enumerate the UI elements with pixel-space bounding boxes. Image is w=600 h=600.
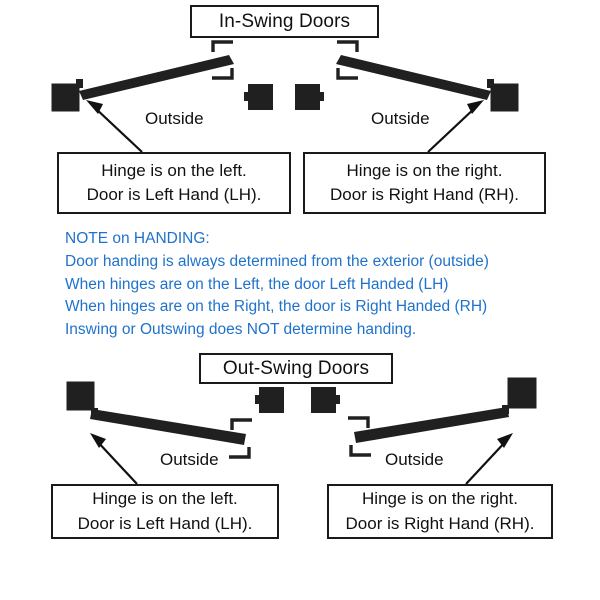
left-callout-arrow-line xyxy=(92,105,143,153)
note-line-1: Door handing is always determined from t… xyxy=(65,252,489,270)
center-right-jamb-stop-icon xyxy=(319,92,324,101)
callout-line-1: Hinge is on the right. xyxy=(346,160,503,180)
center-right-jamb-block xyxy=(295,84,320,110)
callout-line-1: Hinge is on the right. xyxy=(362,489,518,509)
note-line-2: When hinges are on the Left, the door Le… xyxy=(65,275,449,293)
callout-box-in-swing-left: Hinge is on the left. Door is Left Hand … xyxy=(57,152,291,214)
out-right-door-latch-icon xyxy=(348,416,370,428)
out-center-left-jamb-stop-icon xyxy=(255,395,260,404)
out-swing-center-jambs xyxy=(255,387,340,413)
in-swing-center-jambs xyxy=(244,84,324,110)
callout-line-1: Hinge is on the left. xyxy=(92,489,238,509)
note-on-handing-block: NOTE on HANDING: Door handing is always … xyxy=(65,228,489,342)
note-heading: NOTE on HANDING: xyxy=(65,230,210,247)
left-hinge-knuckle-icon xyxy=(76,79,83,88)
left-jamb-block xyxy=(51,83,80,112)
out-right-callout-arrowhead-icon xyxy=(497,433,513,448)
out-right-jamb-block xyxy=(507,377,537,409)
callout-line-2: Door is Left Hand (LH). xyxy=(77,513,253,533)
out-center-right-jamb-block xyxy=(311,387,336,413)
outside-label-in-swing-left: Outside xyxy=(145,109,204,128)
right-door-latch-icon xyxy=(337,40,359,52)
left-callout-arrowhead-icon xyxy=(86,100,103,114)
out-swing-title-box: Out-Swing Doors xyxy=(199,353,393,384)
right-hinge-knuckle-icon xyxy=(487,79,494,88)
out-left-door-panel xyxy=(90,409,246,445)
note-line-3: When hinges are on the Right, the door i… xyxy=(65,298,488,316)
right-door-panel xyxy=(336,55,491,100)
center-left-jamb-stop-icon xyxy=(244,92,249,101)
out-swing-title-label: Out-Swing Doors xyxy=(222,357,370,379)
callout-line-1: Hinge is on the left. xyxy=(101,160,247,180)
out-left-jamb-block xyxy=(66,381,95,411)
out-left-door-strike-icon xyxy=(229,447,251,459)
in-swing-right-door-group xyxy=(336,40,519,153)
out-swing-right-door-group xyxy=(348,377,537,485)
left-door-strike-icon xyxy=(212,68,234,80)
out-center-right-jamb-stop-icon xyxy=(335,395,340,404)
out-right-door-strike-icon xyxy=(349,445,371,457)
in-swing-title-box: In-Swing Doors xyxy=(190,5,379,38)
note-line-4: Inswing or Outswing does NOT determine h… xyxy=(65,321,417,339)
right-door-strike-icon xyxy=(336,68,358,80)
callout-box-out-swing-left: Hinge is on the left. Door is Left Hand … xyxy=(51,484,279,539)
out-swing-left-door-group xyxy=(66,381,252,485)
out-left-door-latch-icon xyxy=(230,418,252,430)
out-center-left-jamb-block xyxy=(259,387,284,413)
outside-label-out-swing-left: Outside xyxy=(160,450,219,469)
right-jamb-block xyxy=(490,83,519,112)
callout-line-2: Door is Right Hand (RH). xyxy=(345,513,535,533)
outside-label-in-swing-right: Outside xyxy=(371,109,430,128)
callout-line-2: Door is Right Hand (RH). xyxy=(330,185,519,204)
callout-box-out-swing-right: Hinge is on the right. Door is Right Han… xyxy=(327,484,553,539)
out-right-door-panel xyxy=(354,407,509,443)
outside-label-out-swing-right: Outside xyxy=(385,450,444,469)
left-door-latch-icon xyxy=(211,40,233,52)
out-left-callout-arrowhead-icon xyxy=(90,433,106,448)
callout-box-in-swing-right: Hinge is on the right. Door is Right Han… xyxy=(303,152,546,214)
right-callout-arrowhead-icon xyxy=(467,100,484,114)
in-swing-title-label: In-Swing Doors xyxy=(218,10,351,32)
out-left-callout-arrow-line xyxy=(95,439,138,485)
right-callout-arrow-line xyxy=(427,105,478,153)
center-left-jamb-block xyxy=(248,84,273,110)
callout-line-2: Door is Left Hand (LH). xyxy=(86,185,262,204)
out-right-callout-arrow-line xyxy=(465,439,508,485)
in-swing-left-door-group xyxy=(51,40,234,153)
left-door-panel xyxy=(79,55,234,100)
